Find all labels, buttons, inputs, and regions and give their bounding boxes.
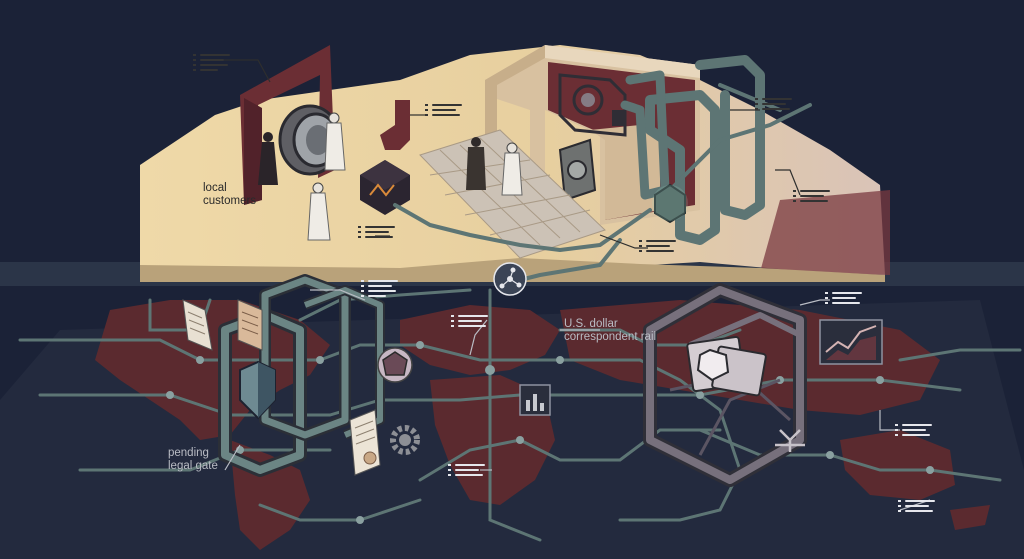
person-figure — [258, 132, 278, 185]
vault-wheel — [278, 104, 342, 176]
document-icon — [349, 409, 381, 476]
label-usd-rail: U.S. dollar correspondent rail — [564, 318, 657, 343]
person-figure — [501, 142, 523, 196]
legend-glyph — [455, 464, 489, 479]
person-figure — [324, 112, 346, 171]
trident-icon — [775, 429, 805, 452]
leader-lines-light — [222, 59, 801, 249]
safe-icon — [558, 138, 597, 202]
legend-glyph — [902, 424, 936, 439]
continent-australia — [840, 430, 955, 500]
continent-north-america — [95, 300, 330, 440]
exchange-kiosk — [360, 100, 410, 215]
legend-glyph — [832, 292, 866, 307]
legend-glyph — [200, 54, 234, 74]
gem-icon — [377, 347, 413, 383]
legend-glyph — [365, 226, 399, 241]
platform-rails — [393, 55, 812, 282]
legend-glyph — [646, 240, 680, 255]
hub-icon — [652, 183, 688, 224]
rail-nodes — [166, 341, 934, 524]
bar-chart-icon — [519, 384, 551, 416]
person-figure — [307, 182, 331, 241]
legend-glyph — [368, 280, 402, 300]
legend-glyph — [800, 190, 834, 205]
legend-glyph — [762, 98, 796, 113]
legend-glyph — [432, 104, 466, 119]
legal-gate-structure — [218, 274, 385, 477]
person-figure — [466, 137, 486, 190]
entrance-arch — [240, 45, 335, 205]
label-local-customers: local customers — [203, 182, 257, 207]
legend-glyph — [905, 500, 939, 515]
document-icon — [237, 299, 263, 351]
connection-hub-icon — [493, 262, 527, 296]
line-chart-icon — [819, 319, 883, 365]
shield-icon — [239, 360, 276, 420]
legend-glyph — [458, 315, 492, 330]
continent-europe — [400, 305, 560, 375]
gear-icon — [390, 425, 420, 455]
gem-icon — [686, 336, 767, 397]
customer-figures — [258, 112, 523, 241]
document-icon — [182, 299, 213, 351]
label-pending-gate: pending legal gate — [168, 447, 218, 472]
